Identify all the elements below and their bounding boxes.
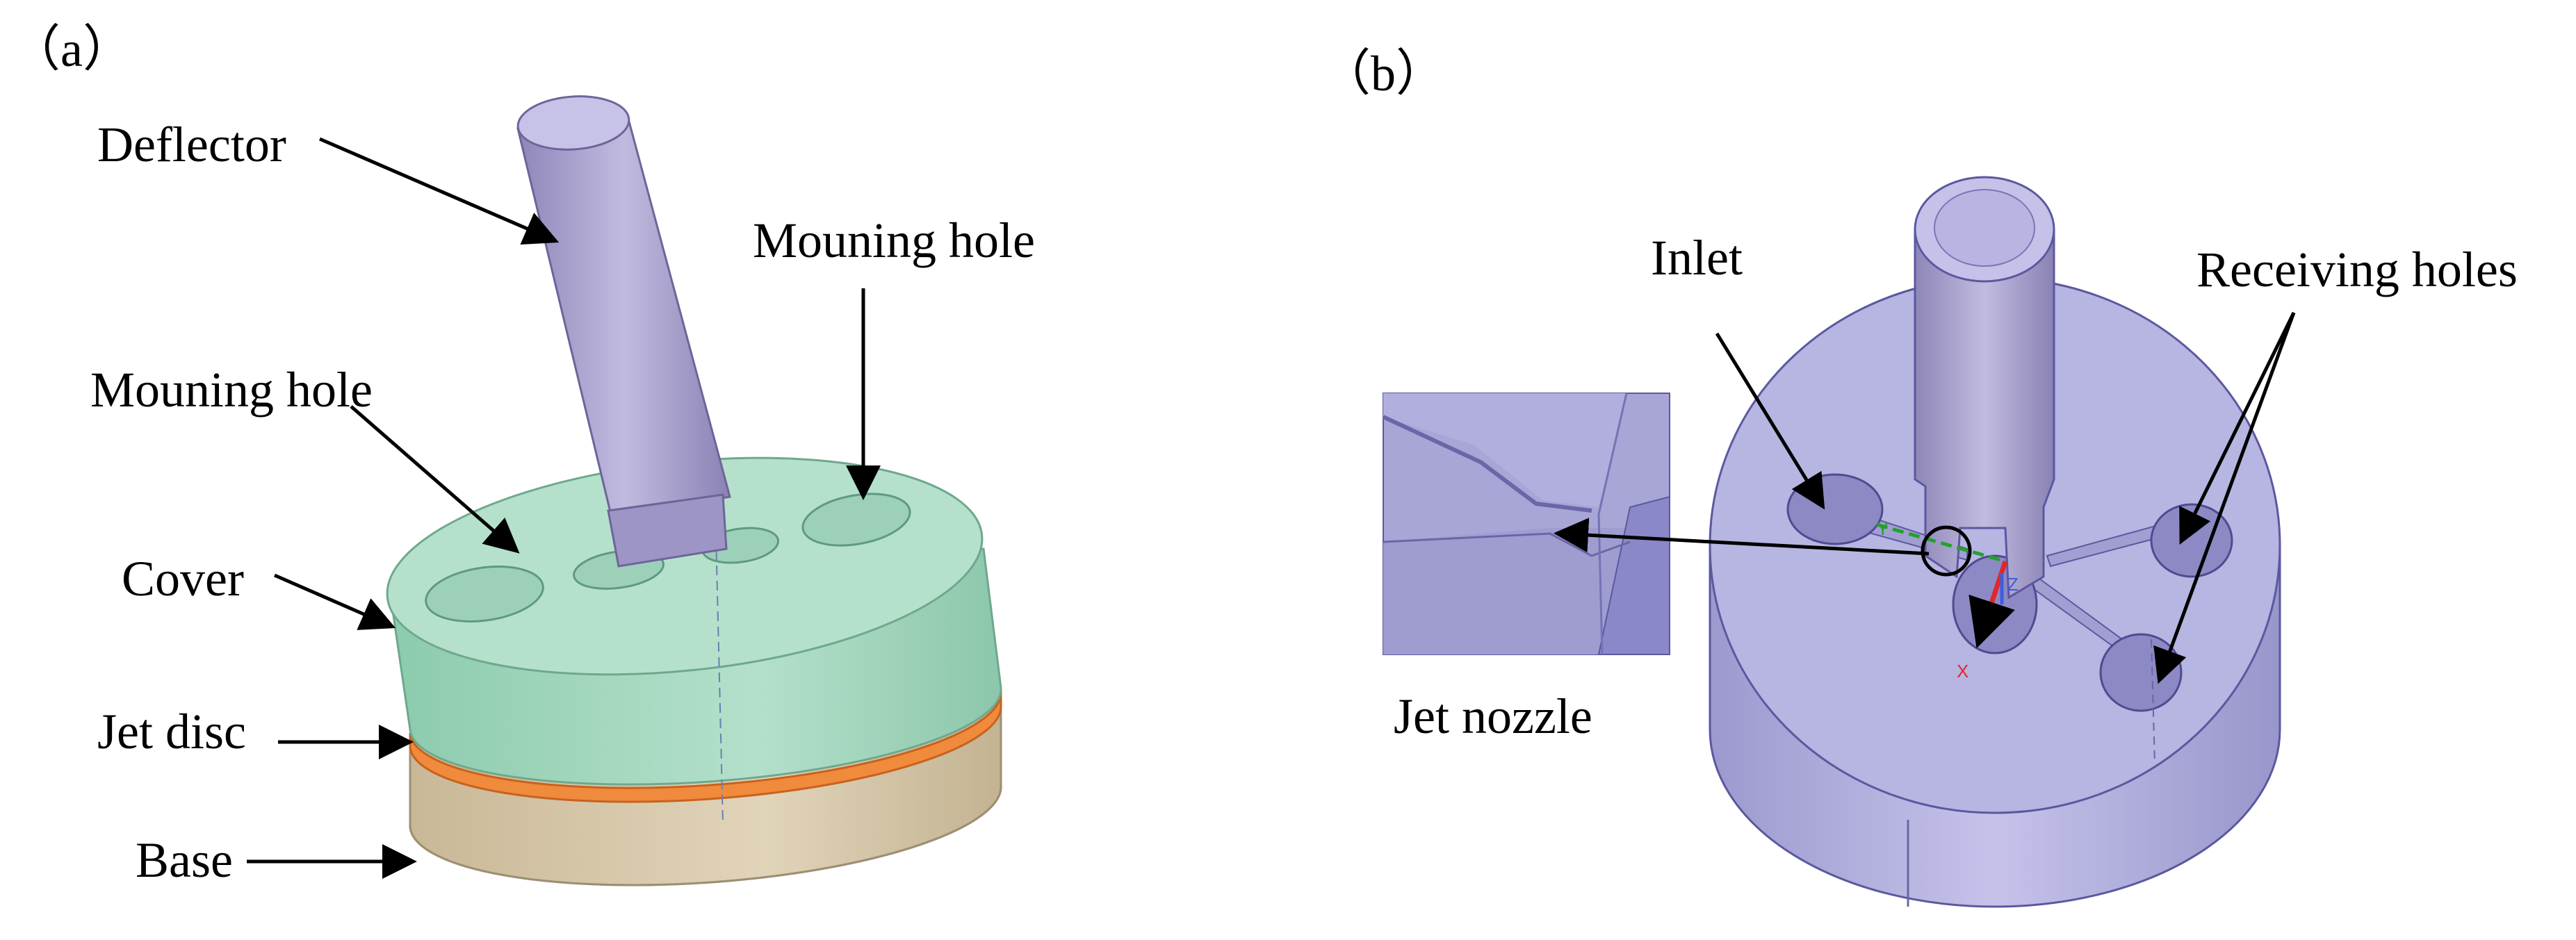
- zoom-circle: [1921, 525, 1972, 577]
- base-label: Base: [136, 832, 233, 888]
- mounting-hole-left-arrow: [350, 405, 520, 554]
- jet-disc-label: Jet disc: [97, 704, 246, 759]
- panel-a: （a） Deflector Mouning hole Mouning hole …: [10, 22, 1035, 888]
- deflector-label: Deflector: [97, 117, 286, 172]
- jet-disc-part: [409, 691, 1002, 803]
- deflector-arrow: [319, 137, 560, 245]
- cover-arrow: [274, 573, 396, 630]
- jet-nozzle-arrow: [1554, 518, 1930, 556]
- cover-part: [386, 456, 1002, 824]
- receiving-hole-2-shape: [2099, 633, 2183, 712]
- inlet-arrow: [1715, 332, 1825, 510]
- deflector-b: [1914, 176, 2055, 600]
- jet-nozzle-inset: [1382, 393, 1670, 655]
- inlet-hole-shape: [1786, 473, 1884, 545]
- axis-y-label: Y: [1877, 518, 1889, 539]
- axis-x-label: X: [1957, 661, 1968, 682]
- panel-a-tag: （a）: [10, 22, 133, 77]
- inlet-label: Inlet: [1651, 230, 1743, 286]
- mounting-hole-left-shape: [425, 566, 544, 622]
- panel-b: Y Z X （b） Inlet Receiving holes Jet nozz…: [1321, 46, 2518, 908]
- jet-nozzle-label: Jet nozzle: [1394, 688, 1592, 744]
- panel-b-tag: （b）: [1321, 46, 1446, 101]
- mounting-hole-left-label: Mouning hole: [90, 362, 373, 418]
- receiving-holes-label: Receiving holes: [2196, 242, 2518, 297]
- deflector-part: [516, 95, 731, 568]
- coordinate-triad: Y Z X: [1876, 518, 2019, 682]
- receiving-arrow-2: [2153, 312, 2296, 684]
- receiving-arrow-1: [2179, 311, 2296, 545]
- axis-z-label: Z: [2007, 574, 2019, 595]
- mounting-hole-right-label: Mouning hole: [753, 213, 1035, 268]
- cover-label: Cover: [122, 551, 244, 607]
